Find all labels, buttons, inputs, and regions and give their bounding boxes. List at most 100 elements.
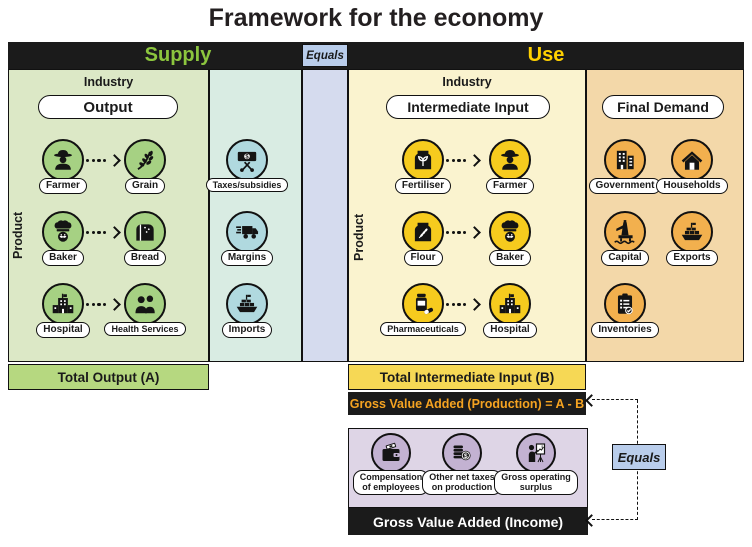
imports-circle: [226, 283, 268, 325]
gva-production-bar: Gross Value Added (Production) = A - B: [348, 392, 586, 415]
margins-item: Margins: [205, 211, 289, 266]
exports-icon: [679, 219, 705, 245]
taxes-subsidies-icon: [234, 147, 260, 173]
equals-connector-top-line: [592, 399, 638, 400]
health-services-label: Health Services: [104, 322, 186, 337]
inventories-circle: [604, 283, 646, 325]
margins-label: Margins: [220, 250, 274, 266]
fertiliser-label: Fertiliser: [394, 178, 452, 194]
capital-label: Capital: [601, 250, 649, 266]
grain-circle: [124, 139, 166, 181]
hospital-to-health-arrow: [86, 298, 121, 311]
government-icon: [612, 147, 638, 173]
output-pill: Output: [38, 95, 178, 119]
taxes-subsidies-item: Taxes/subsidies: [205, 139, 289, 193]
total-intermediate-input-bar: Total Intermediate Input (B): [348, 364, 586, 390]
farmer-label: Farmer: [39, 178, 87, 194]
bread-label: Bread: [123, 250, 167, 266]
bread-icon: [132, 219, 158, 245]
other-net-taxes-label-line1: Other net taxes: [429, 472, 495, 482]
supply-row-hospital: Hospital: [21, 283, 105, 338]
grain-icon: [132, 147, 158, 173]
baker-to-bread-arrow: [86, 226, 121, 239]
households-circle: [671, 139, 713, 181]
wallet-icon: [379, 441, 403, 465]
pharmaceuticals-label: Pharmaceuticals: [380, 322, 466, 337]
baker-icon: [497, 219, 523, 245]
final-demand-exports: Exports: [650, 211, 734, 266]
baker-label: Baker: [489, 250, 531, 266]
margins-circle: [226, 211, 268, 253]
truck-icon: [234, 219, 260, 245]
compensation-label-line1: Compensation: [359, 472, 423, 482]
government-label: Government: [588, 178, 662, 194]
use-row-farmer: Farmer: [468, 139, 552, 194]
fertiliser-to-farmer-arrow: [446, 154, 481, 167]
header-bar: [8, 42, 744, 69]
arrow-to-gva-production-icon: [585, 394, 598, 407]
inventories-icon: [612, 291, 638, 317]
compensation-label-line2: of employees: [362, 482, 420, 493]
supply-row-grain: Grain: [103, 139, 187, 194]
equals-header-box: Equals: [302, 44, 348, 67]
equals-spacer-column: [302, 69, 348, 362]
presenter-icon: [524, 441, 548, 465]
hospital-icon: [497, 291, 523, 317]
pharmaceuticals-circle: [402, 283, 444, 325]
gross-operating-surplus-label-line2: surplus: [519, 482, 553, 493]
baker-circle: [42, 211, 84, 253]
taxes-subsidies-label: Taxes/subsidies: [205, 178, 289, 193]
health-services-icon: [132, 291, 158, 317]
use-row-hospital: Hospital: [468, 283, 552, 338]
exports-label: Exports: [666, 250, 718, 266]
households-icon: [679, 147, 705, 173]
flour-circle: [402, 211, 444, 253]
farmer-icon: [497, 147, 523, 173]
baker-icon: [50, 219, 76, 245]
final-demand-capital: Capital: [583, 211, 667, 266]
grain-label: Grain: [124, 178, 166, 194]
page-title: Framework for the economy: [208, 4, 544, 32]
use-header-label: Use: [527, 44, 565, 66]
farmer-to-grain-arrow: [86, 154, 121, 167]
farmer-circle: [42, 139, 84, 181]
capital-icon: [612, 219, 638, 245]
capital-circle: [604, 211, 646, 253]
supply-header-label: Supply: [144, 44, 212, 66]
final-demand-households: Households: [650, 139, 734, 194]
health-services-circle: [124, 283, 166, 325]
hospital-icon: [50, 291, 76, 317]
fertiliser-circle: [402, 139, 444, 181]
ship-icon: [234, 291, 260, 317]
equals-connector-box: Equals: [612, 444, 666, 470]
use-product-axis-label: Product: [352, 213, 366, 262]
final-demand-government: Government: [583, 139, 667, 194]
hospital-circle: [42, 283, 84, 325]
final-demand-inventories: Inventories: [583, 283, 667, 338]
imports-label: Imports: [221, 322, 273, 338]
gross-operating-surplus-label-line1: Gross operating: [501, 472, 571, 482]
use-row-flour: Flour: [381, 211, 465, 266]
use-industry-label: Industry: [442, 75, 492, 89]
bread-circle: [124, 211, 166, 253]
inventories-label: Inventories: [591, 322, 659, 338]
flour-to-baker-arrow: [446, 226, 481, 239]
gva-income-bar: Gross Value Added (Income): [348, 508, 588, 535]
pharma-to-hospital-arrow: [446, 298, 481, 311]
hospital-label: Hospital: [483, 322, 537, 338]
flour-icon: [410, 219, 436, 245]
farmer-circle: [489, 139, 531, 181]
equals-connector-bottom-line: [592, 519, 638, 520]
imports-item: Imports: [205, 283, 289, 338]
hospital-circle: [489, 283, 531, 325]
other-net-taxes-label-line2: on production: [431, 482, 493, 493]
baker-label: Baker: [42, 250, 84, 266]
hospital-label: Hospital: [36, 322, 90, 338]
